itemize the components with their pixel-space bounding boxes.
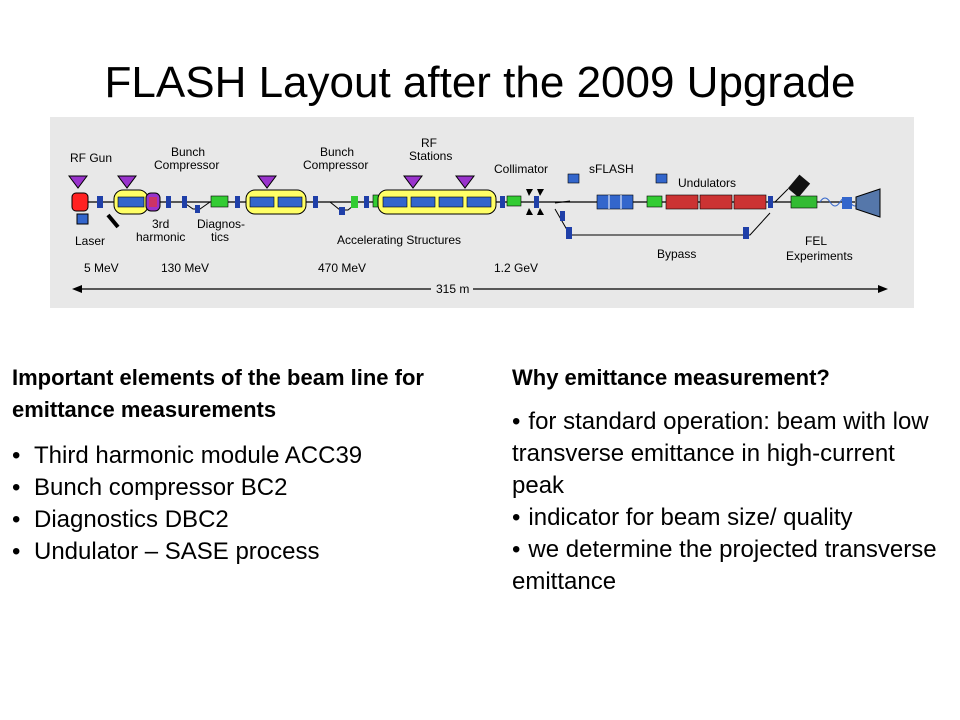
sflash-undulator [596, 194, 634, 210]
acc23-rf-triangle [257, 175, 277, 189]
left-column: Important elements of the beam line for … [12, 362, 472, 568]
label-fel: FEL [805, 234, 827, 248]
quad [97, 196, 103, 208]
rf-gun-triangle [68, 175, 88, 189]
label-laser: Laser [75, 234, 105, 248]
label-bc1-line1: Bunch [171, 145, 205, 159]
slide-title: FLASH Layout after the 2009 Upgrade [104, 58, 856, 108]
flash-layout-diagram: RF Gun Bunch Compressor Bunch Compressor… [50, 117, 914, 308]
undulator-1 [665, 194, 699, 210]
quad [534, 196, 539, 208]
acc23-module [245, 189, 307, 215]
bc1-chicane [173, 201, 211, 210]
list-item: •indicator for beam size/ quality [512, 504, 853, 531]
quad [166, 196, 171, 208]
label-diagnostics-line2: tics [211, 230, 229, 244]
label-energy-130: 130 MeV [161, 261, 209, 275]
right-column: Why emittance measurement? •for standard… [512, 362, 952, 598]
label-rf-gun: RF Gun [70, 151, 112, 165]
label-experiments: Experiments [786, 249, 853, 263]
quad [500, 196, 505, 208]
label-3rd: 3rd [152, 217, 169, 231]
label-bc2-line1: Bunch [320, 145, 354, 159]
rf-gun-marker [71, 192, 89, 212]
list-item: •Undulator – SASE process [12, 536, 472, 568]
left-heading: Important elements of the beam line for … [12, 365, 424, 422]
list-item: •we determine the projected transverse e… [512, 536, 937, 595]
undulator-2 [699, 194, 733, 210]
diagnostics-box [210, 195, 229, 208]
quad [313, 196, 318, 208]
label-rf-stations-line1: RF [421, 136, 437, 150]
bullet-icon: • [12, 474, 21, 501]
branch-marker [567, 173, 580, 184]
bypass-line [554, 208, 771, 236]
label-bc2-line2: Compressor [303, 158, 368, 172]
wave [819, 197, 861, 207]
label-bc1-line2: Compressor [154, 158, 219, 172]
quad [235, 196, 240, 208]
list-item: •Bunch compressor BC2 [12, 472, 472, 504]
quad [364, 196, 369, 208]
label-collimator: Collimator [494, 162, 548, 176]
label-length: 315 m [436, 282, 469, 296]
acc1-rf-triangle [117, 175, 137, 189]
right-bullet-list: •for standard operation: beam with low t… [512, 406, 952, 598]
label-energy-470: 470 MeV [318, 261, 366, 275]
list-item: •Third harmonic module ACC39 [12, 440, 472, 472]
bullet-icon: • [12, 442, 21, 469]
acc-main-module [377, 189, 497, 215]
list-item: •Diagnostics DBC2 [12, 504, 472, 536]
undulator-3 [733, 194, 767, 210]
diagnostics-box [506, 195, 522, 207]
rf-station-1 [403, 175, 423, 189]
label-sflash: sFLASH [589, 162, 634, 176]
left-bullet-list: •Third harmonic module ACC39 •Bunch comp… [12, 440, 472, 568]
bullet-icon: • [12, 506, 21, 533]
label-energy-1200: 1.2 GeV [494, 261, 538, 275]
bullet-icon: • [512, 536, 521, 563]
label-accelerating-structures: Accelerating Structures [337, 233, 461, 247]
bullet-icon: • [12, 538, 21, 565]
label-harmonic: harmonic [136, 230, 185, 244]
photon-diagnostic [787, 174, 811, 198]
bullet-icon: • [512, 408, 521, 435]
list-item: •for standard operation: beam with low t… [512, 408, 929, 499]
bypass-marker [655, 173, 668, 184]
label-bypass: Bypass [657, 247, 696, 261]
label-rf-stations-line2: Stations [409, 149, 452, 163]
label-diagnostics-line1: Diagnos- [197, 217, 245, 231]
label-undulators: Undulators [678, 176, 736, 190]
bullet-icon: • [512, 504, 521, 531]
right-heading: Why emittance measurement? [512, 365, 830, 390]
rf-station-2 [455, 175, 475, 189]
diagnostics-box [646, 195, 663, 208]
laser-marker [76, 213, 89, 225]
collimator [526, 189, 533, 196]
fel-undulator [790, 195, 818, 209]
label-energy-5: 5 MeV [84, 261, 119, 275]
experiment-chamber [855, 188, 881, 218]
